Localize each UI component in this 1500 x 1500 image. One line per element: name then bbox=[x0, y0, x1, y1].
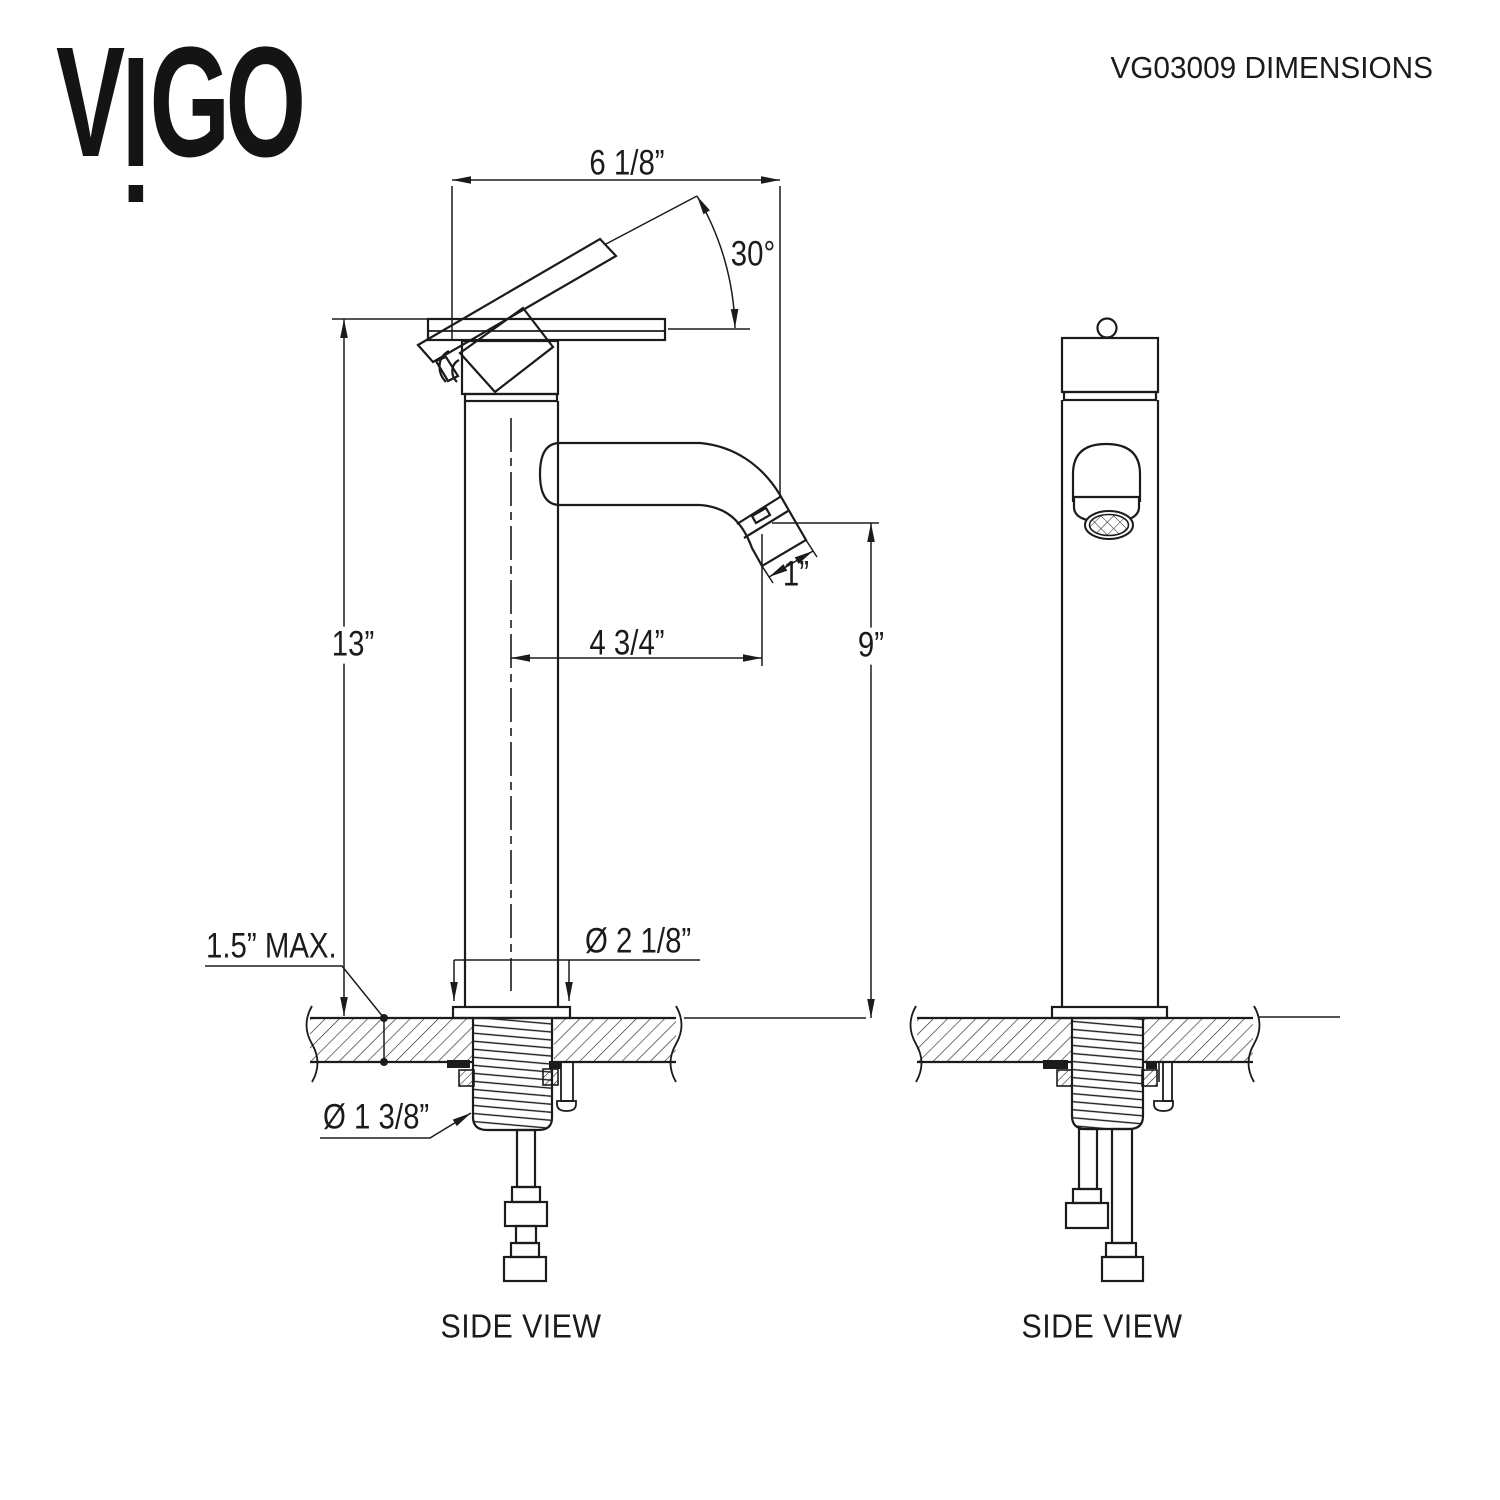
dim-overall-height bbox=[332, 318, 428, 1016]
supply-lines-front bbox=[1064, 1127, 1145, 1283]
dim-label-spout-width-top: 6 1/8” bbox=[589, 143, 665, 183]
dim-spout-height bbox=[772, 522, 879, 1018]
spout-front bbox=[1071, 442, 1142, 540]
locknut-washer bbox=[1141, 1069, 1158, 1087]
mounting-stud bbox=[560, 1061, 574, 1102]
mounting-stud bbox=[1162, 1061, 1173, 1102]
dim-label-handle-angle: 30° bbox=[730, 234, 776, 274]
base-flange bbox=[1050, 1005, 1169, 1020]
dim-label-spout-height: 9” bbox=[852, 627, 890, 665]
aerator-band-line bbox=[736, 496, 781, 525]
locknut-washer bbox=[542, 1068, 559, 1086]
dim-counter-thickness bbox=[205, 965, 388, 1066]
aerator-notch bbox=[750, 506, 772, 525]
dim-label-spout-reach: 4 3/4” bbox=[589, 623, 665, 663]
gasket bbox=[549, 1061, 561, 1069]
locknut-washer bbox=[458, 1069, 475, 1087]
handle-cap bbox=[1060, 336, 1160, 394]
handle-housing bbox=[438, 306, 560, 403]
dim-spout-reach bbox=[511, 534, 763, 666]
sheet-title: VG03009 DIMENSIONS bbox=[1110, 50, 1433, 85]
logo-letter-v: V bbox=[56, 15, 125, 190]
deck-break-line bbox=[305, 1005, 319, 1083]
dim-label-mounting-hole-diameter: Ø 1 3/8” bbox=[323, 1097, 430, 1137]
handle-paddle-raised bbox=[416, 237, 618, 383]
right-view-caption: SIDE VIEW bbox=[1021, 1307, 1183, 1345]
dim-handle-angle bbox=[605, 195, 750, 330]
dim-label-spout-tip-diameter: 1” bbox=[782, 554, 810, 594]
dim-mounting-hole-diameter bbox=[320, 1112, 472, 1139]
logo-i-bar bbox=[128, 58, 143, 166]
stud-cap bbox=[1153, 1100, 1174, 1112]
threaded-shank bbox=[447, 1016, 577, 1132]
handle-knob bbox=[1060, 317, 1160, 402]
gasket bbox=[1146, 1061, 1157, 1069]
left-view-caption: SIDE VIEW bbox=[440, 1307, 602, 1345]
gasket bbox=[1043, 1060, 1068, 1069]
vigo-logo: V GO bbox=[56, 15, 307, 202]
dim-label-overall-height: 13” bbox=[326, 626, 380, 664]
dim-label-base-diameter: Ø 2 1/8” bbox=[585, 921, 692, 961]
supply-lines bbox=[502, 1128, 549, 1283]
aerator-mesh bbox=[1088, 513, 1130, 537]
logo-letters-go: GO bbox=[149, 15, 307, 190]
gasket bbox=[447, 1060, 470, 1068]
deck-break-line bbox=[669, 1005, 683, 1083]
locknut-washer bbox=[1056, 1069, 1073, 1087]
logo-letter-i bbox=[128, 24, 145, 202]
faucet-column-front bbox=[1060, 400, 1160, 1007]
left-view-drawing bbox=[205, 176, 879, 1283]
mounting-deck bbox=[305, 1005, 866, 1083]
logo-i-dot bbox=[128, 185, 143, 202]
spout bbox=[538, 441, 808, 568]
right-view-drawing bbox=[909, 317, 1340, 1283]
faucet-column bbox=[463, 401, 560, 1007]
dim-spout-tip bbox=[761, 539, 818, 584]
handle-base-ring bbox=[1062, 390, 1158, 402]
mounting-deck-front bbox=[909, 1005, 1340, 1083]
stud-cap bbox=[556, 1100, 577, 1112]
spout-dome bbox=[1071, 442, 1142, 502]
dim-base-diameter bbox=[450, 959, 700, 1001]
dim-spout-width-top bbox=[451, 176, 781, 497]
aerator-band-line bbox=[743, 510, 789, 539]
deck-break-line bbox=[909, 1005, 923, 1083]
base-flange bbox=[451, 1005, 572, 1020]
dim-label-counter-thickness: 1.5” MAX. bbox=[206, 926, 337, 966]
